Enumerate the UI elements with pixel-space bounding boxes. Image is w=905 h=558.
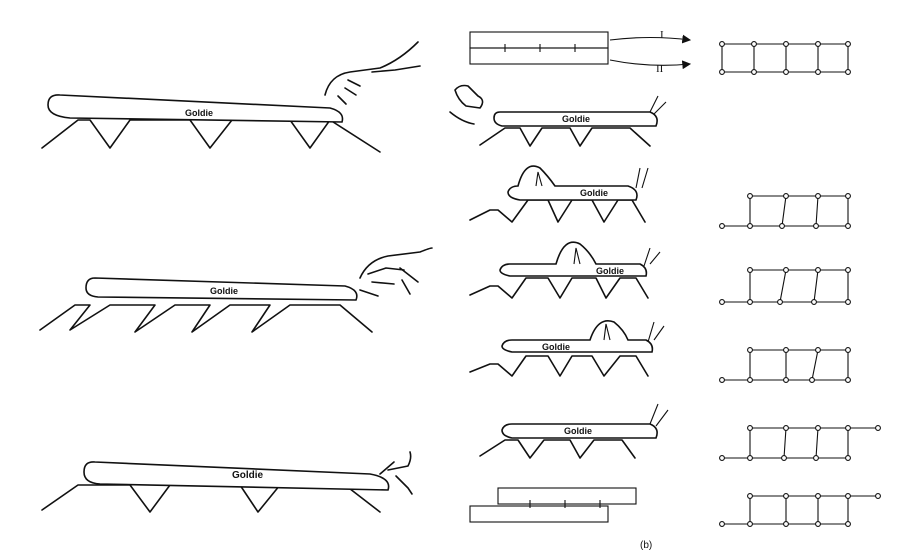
large-worm-released: Goldie — [41, 451, 413, 513]
lattice-grid-5 — [719, 425, 881, 461]
lattice-grid-3 — [719, 267, 851, 305]
plane-label-i: I — [660, 29, 664, 41]
small-worm-moved: Goldie — [479, 403, 669, 459]
small-worm-hump-2: Goldie — [469, 241, 661, 299]
worm-label: Goldie — [232, 470, 264, 481]
worm-label: Goldie — [580, 188, 608, 198]
lattice-grid-6 — [719, 493, 881, 527]
worm-label: Goldie — [596, 266, 624, 276]
slip-planes-diagram: I II — [469, 29, 692, 75]
plane-label-ii: II — [656, 63, 664, 75]
worm-label: Goldie — [562, 114, 590, 124]
offset-slip-planes — [469, 487, 637, 523]
small-worm-kicked: Goldie — [449, 84, 667, 147]
panel-label: (b) — [640, 540, 652, 551]
large-worm-pulled-2: Goldie — [39, 247, 433, 333]
worm-label: Goldie — [185, 108, 213, 118]
lattice-grid-2 — [719, 193, 851, 229]
small-worm-hump-1: Goldie — [469, 165, 649, 223]
worm-label: Goldie — [210, 286, 238, 296]
lattice-grid-1 — [719, 41, 851, 75]
worm-label: Goldie — [564, 426, 592, 436]
worm-label: Goldie — [542, 342, 570, 352]
small-worm-hump-3: Goldie — [469, 320, 665, 377]
large-worm-pulled-1: Goldie — [41, 41, 421, 153]
lattice-grid-4 — [719, 347, 851, 383]
